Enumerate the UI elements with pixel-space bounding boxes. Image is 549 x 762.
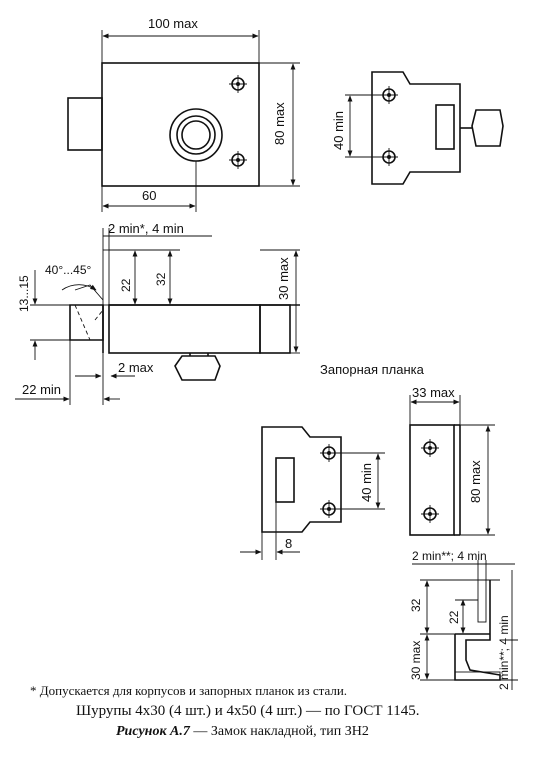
- caption-text: — Замок накладной, тип ЗН2: [189, 724, 369, 739]
- dim-32-label: 32: [154, 272, 168, 286]
- figure-caption: Рисунок А.7 — Замок накладной, тип ЗН2: [116, 724, 369, 740]
- strike-latch: [471, 109, 504, 147]
- strike-top-spacing-label: 40 min: [331, 111, 346, 150]
- screw-hole-bottom: [229, 151, 247, 169]
- bolt-outline: [67, 97, 103, 151]
- angle-label: 40°...45°: [45, 263, 91, 277]
- depth-label: 22 min: [22, 382, 61, 397]
- screws-note: Шурупы 4x30 (4 шт.) и 4x50 (4 шт.) — по …: [76, 703, 420, 719]
- width-label: 100 max: [148, 16, 198, 31]
- section-dim-32: 32: [409, 598, 423, 612]
- strike-plate-right-view: [409, 424, 455, 536]
- side-height-label: 30 max: [276, 257, 291, 300]
- strike-height-label: 80 max: [468, 460, 483, 503]
- cylinder-inner: [176, 115, 216, 155]
- section-thickness-label: 2 min**; 4 min: [412, 549, 487, 563]
- strike-section: 2 min**; 4 min 32 30 max 22 2 min**; 4 m…: [409, 549, 518, 690]
- strike-width-label: 33 max: [412, 385, 455, 400]
- section-height-label: 30 max: [409, 641, 423, 680]
- strike-top-view: 40 min: [331, 71, 504, 185]
- dim-22-label: 22: [119, 278, 133, 292]
- thickness-label: 2 min*, 4 min: [108, 221, 184, 236]
- section-vertical-label: 2 min**; 4 min: [497, 615, 511, 690]
- range-label: 13...15: [17, 275, 31, 312]
- caption-prefix: Рисунок А.7: [116, 724, 190, 739]
- lock-side-view: 2 min*, 4 min 40°...45° 13...15 22 32 30: [15, 221, 300, 405]
- strike-plate: Запорная планка 40 min 8 33 max: [240, 362, 495, 560]
- offset-label: 60: [142, 188, 156, 203]
- knob-outline: [174, 355, 221, 381]
- side-body: [108, 304, 261, 354]
- cylinder-outer: [169, 108, 223, 162]
- height-label: 80 max: [272, 102, 287, 145]
- strike-top-outline: [371, 71, 461, 185]
- strike-plate-title: Запорная планка: [320, 362, 425, 377]
- strike-offset-label: 8: [285, 536, 292, 551]
- strike-plate-left-view: [261, 426, 342, 533]
- section-dim-22: 22: [447, 610, 461, 624]
- screw-hole-top: [229, 75, 247, 93]
- gap-label: 2 max: [118, 360, 154, 375]
- strike-spacing-label: 40 min: [359, 463, 374, 502]
- lock-body-front-view: 100 max 80 max 60: [67, 16, 300, 212]
- footnote: * Допускается для корпусов и запорных пл…: [30, 683, 348, 698]
